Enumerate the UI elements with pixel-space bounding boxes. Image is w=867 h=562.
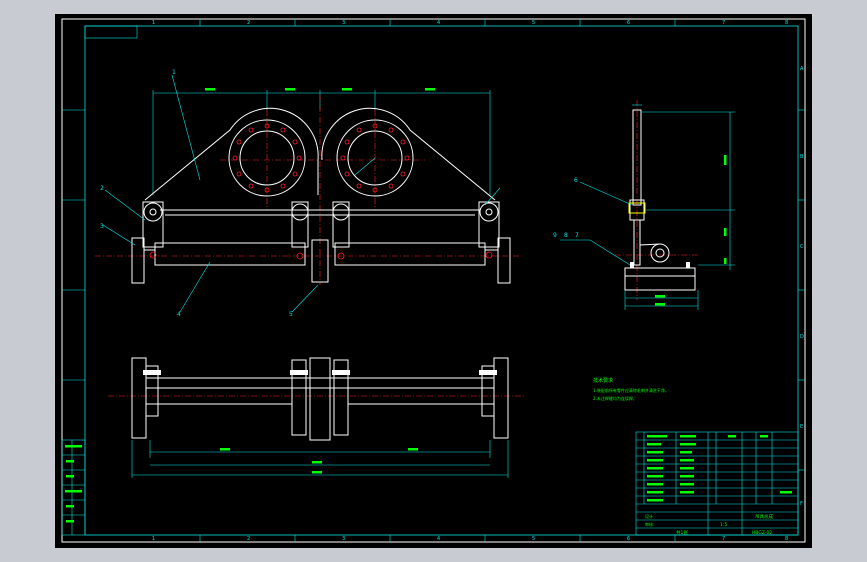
top-view-dimensions [131,440,509,478]
balloon-6: 6 [574,177,578,184]
side-view-dimension-text [655,155,727,306]
title-sheet: 共1张 [676,529,688,536]
grid-bottom-8: 8 [785,536,788,542]
grid-right-a: A [800,66,804,72]
sheet-inner-border [84,25,799,536]
grid-top-3: 3 [342,20,345,26]
grid-bottom-7: 7 [722,536,725,542]
title-scale: 1:5 [720,522,727,528]
lifting-plates [144,107,496,216]
lower-beams [131,237,511,284]
balloon-7: 7 [575,232,579,239]
drawing-number-box [84,25,138,39]
side-view-bolts [630,262,690,268]
balloon-5: 5 [289,311,293,318]
grid-right-f: F [800,501,803,507]
bolt-holes-left [232,123,302,193]
balloon-9: 9 [553,232,557,239]
title-checker: 审核 [645,521,653,527]
front-view: 1 2 3 4 5 [95,69,520,318]
grid-right-c: C [800,244,804,250]
title-block-text: 吊具总成 1:5 共1张 HBGZ-02 设计 审核 [645,513,773,536]
note-1: 1.装配前所有零件应清除毛刺并清洗干净。 [593,387,669,393]
balloon-3: 3 [100,223,104,230]
grid-bottom-5: 5 [532,536,535,542]
top-view [108,357,525,478]
zone-grid-labels: 1 2 3 4 5 6 7 8 1 2 3 4 5 6 7 8 A B C D … [152,20,804,542]
title-block [635,431,799,536]
side-view: 6 7 8 9 [553,100,735,310]
note-2: 2.未注焊缝均为连续焊。 [593,395,637,401]
left-stamp-marks [65,445,82,523]
drawing-sheet [55,14,812,548]
radius-dimension [354,157,376,176]
hook-pins [149,251,493,260]
grid-bottom-4: 4 [437,536,440,542]
grid-top-1: 1 [152,20,155,26]
top-view-caps [143,370,497,375]
sheet-outer-border [61,18,806,543]
notes-title: 技术要求 [593,377,613,384]
side-view-dimensions [560,104,735,310]
grid-right-b: B [800,154,804,160]
grid-bottom-3: 3 [342,536,345,542]
front-view-dimension-text [205,88,435,91]
grid-top-8: 8 [785,20,788,26]
front-view-balloons: 1 2 3 4 5 [100,69,293,318]
title-drawing-no: HBGZ-02 [752,530,772,536]
side-view-outline [624,109,696,291]
grid-top-6: 6 [627,20,630,26]
title-block-entries [647,435,792,502]
balloon-2: 2 [100,185,104,192]
side-view-balloons: 6 7 8 9 [553,177,579,239]
top-view-dimension-text [220,448,418,474]
grid-bottom-1: 1 [152,536,155,542]
grid-bottom-2: 2 [247,536,250,542]
top-view-outline [131,357,509,441]
hook-blocks [142,201,500,248]
front-view-dimensions [152,90,491,195]
grid-right-e: E [800,424,803,430]
title-name: 吊具总成 [755,513,773,520]
balloon-4: 4 [177,311,181,318]
balloon-1: 1 [172,69,176,76]
grid-top-7: 7 [722,20,725,26]
front-view-centerlines [95,95,520,285]
side-view-yellow-parts [628,202,646,214]
front-view-leaders [102,74,501,313]
grid-top-2: 2 [247,20,250,26]
zone-grid [62,19,805,542]
balloon-8: 8 [564,232,568,239]
technical-notes: 技术要求 1.装配前所有零件应清除毛刺并清洗干净。 2.未注焊缝均为连续焊。 [593,377,669,401]
grid-top-4: 4 [437,20,440,26]
grid-bottom-6: 6 [627,536,630,542]
left-stamp-column [61,439,86,536]
bolt-holes-right [340,123,410,193]
grid-top-5: 5 [532,20,535,26]
grid-right-d: D [800,334,804,340]
title-designer: 设计 [645,513,653,519]
